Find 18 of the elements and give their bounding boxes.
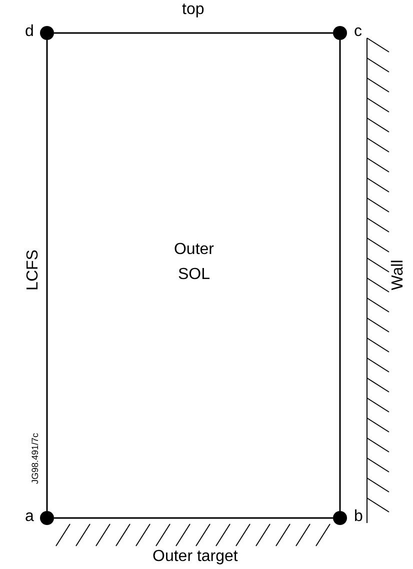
wall-label: Wall bbox=[390, 260, 406, 290]
point-label: a bbox=[25, 509, 34, 525]
corner-dot bbox=[40, 511, 54, 525]
corner-dot bbox=[40, 26, 54, 40]
target-label: Outer target bbox=[152, 549, 238, 565]
boundary-line bbox=[54, 517, 333, 519]
point-label: c bbox=[354, 24, 362, 40]
boundary-line bbox=[339, 40, 341, 511]
boundary-line bbox=[46, 40, 48, 511]
corner-dot bbox=[333, 26, 347, 40]
boundary-line bbox=[54, 32, 333, 34]
point-label: b bbox=[354, 509, 363, 525]
figure-id: JG98.491/7c bbox=[30, 432, 40, 484]
edge-caption: top bbox=[182, 2, 204, 18]
corner-dot bbox=[333, 511, 347, 525]
point-label: d bbox=[25, 24, 34, 40]
boundary-caption: LCFS bbox=[24, 250, 41, 290]
region-label: Outer SOL bbox=[172, 240, 215, 286]
